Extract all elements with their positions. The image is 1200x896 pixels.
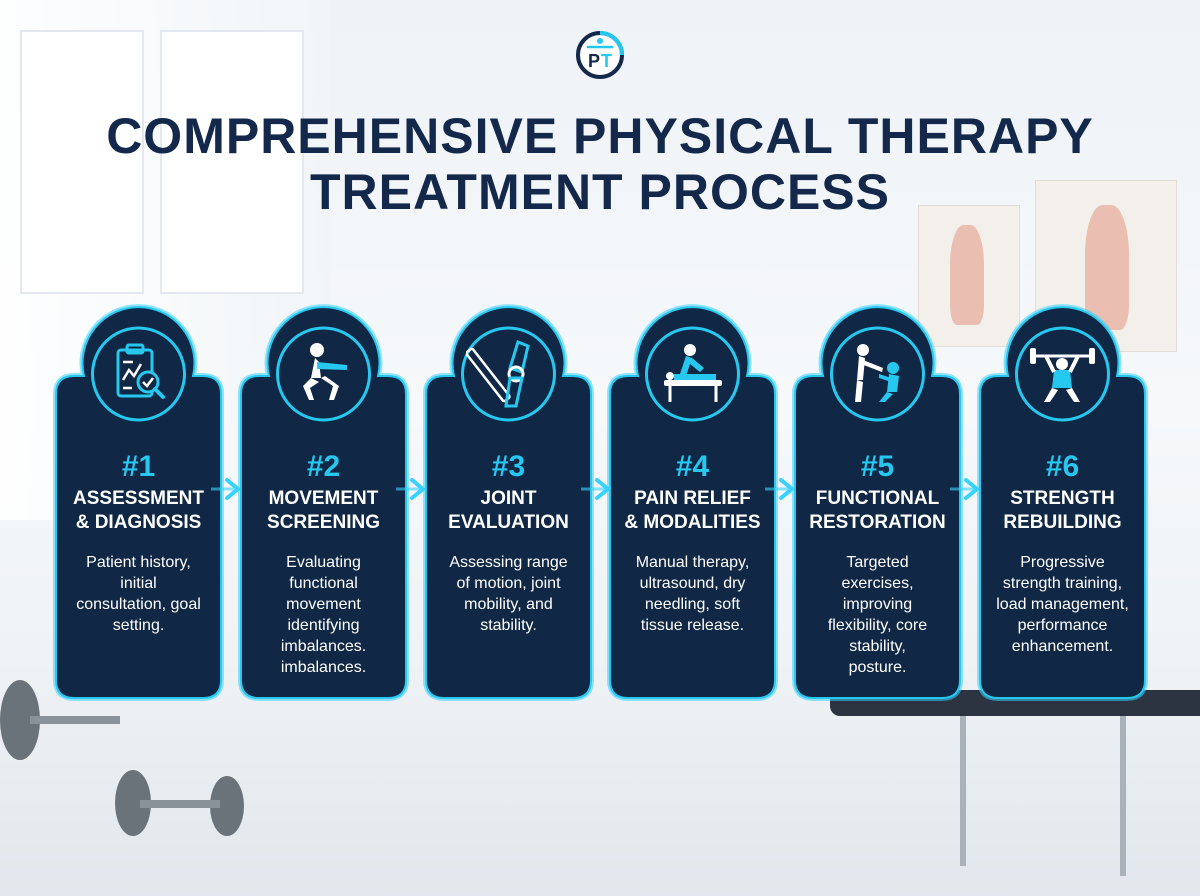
dumbbell-bar xyxy=(140,800,220,808)
step-icon-ring xyxy=(1015,326,1110,422)
next-step-arrow-icon xyxy=(581,478,610,500)
squat-icon xyxy=(303,343,347,400)
title-line-2: TREATMENT PROCESS xyxy=(310,164,890,220)
step-description: Assessing range of motion, joint mobilit… xyxy=(449,554,568,634)
step-title: PAIN RELIEF & MODALITIES xyxy=(624,488,761,533)
step-number: #4 xyxy=(675,450,710,483)
step-number: #1 xyxy=(121,450,156,483)
step-title: MOVEMENT SCREENING xyxy=(267,488,380,533)
step-icon-ring xyxy=(645,326,740,422)
page-title: COMPREHENSIVE PHYSICAL THERAPY TREATMENT… xyxy=(0,108,1200,220)
step-card-body xyxy=(55,306,222,699)
step-card-body xyxy=(979,306,1146,699)
anatomy-figure xyxy=(1085,205,1129,330)
step-card-body xyxy=(425,306,592,699)
step-title: ASSESSMENT & DIAGNOSIS xyxy=(73,488,204,533)
step-title: FUNCTIONAL RESTORATION xyxy=(809,488,946,533)
step-card-body xyxy=(609,306,776,699)
assisted-stretch-icon xyxy=(855,344,899,402)
anatomy-figure xyxy=(950,225,984,325)
svg-text:T: T xyxy=(601,51,612,71)
svg-text:P: P xyxy=(588,51,600,71)
title-line-1: COMPREHENSIVE PHYSICAL THERAPY xyxy=(106,108,1094,164)
knee-joint-ruler-icon xyxy=(466,340,530,408)
window-pane xyxy=(160,30,304,294)
step-card-shape xyxy=(53,304,224,701)
step-card-shape xyxy=(792,304,963,701)
clipboard-magnifier-icon xyxy=(116,343,165,399)
table-leg xyxy=(960,716,966,866)
step-card-shape xyxy=(423,304,594,701)
step-title: JOINT EVALUATION xyxy=(448,488,569,533)
step-card-shape xyxy=(607,304,778,701)
step-number: #5 xyxy=(860,450,895,483)
step-description: Progressive strength training, load mana… xyxy=(996,554,1129,655)
step-card-body xyxy=(240,306,407,699)
window-pane xyxy=(20,30,144,294)
next-step-arrow-icon xyxy=(765,478,794,500)
step-description: Manual therapy, ultrasound, dry needling… xyxy=(635,554,750,634)
next-step-arrow-icon xyxy=(396,478,425,500)
pt-logo-icon: P T xyxy=(576,31,624,79)
step-number: #2 xyxy=(306,450,341,483)
step-description: Patient history, initial consultation, g… xyxy=(76,554,201,634)
table-leg xyxy=(1120,716,1126,876)
step-icon-ring xyxy=(91,326,186,422)
step-icon-ring xyxy=(276,326,371,422)
step-card-body xyxy=(794,306,961,699)
step-title: STRENGTH REBUILDING xyxy=(1003,488,1122,533)
step-card-shape xyxy=(238,304,409,701)
massage-table-icon xyxy=(664,344,722,402)
dumbbell-bar xyxy=(30,716,120,724)
step-description: Evaluating functional movement identifyi… xyxy=(280,554,367,676)
weightlifter-icon xyxy=(1030,348,1095,402)
step-number: #3 xyxy=(491,450,526,483)
step-icon-ring xyxy=(830,326,925,422)
next-step-arrow-icon xyxy=(950,478,979,500)
step-card-shape xyxy=(977,304,1148,701)
step-icon-ring xyxy=(461,326,556,422)
step-number: #6 xyxy=(1045,450,1080,483)
next-step-arrow-icon xyxy=(211,478,240,500)
step-description: Targeted exercises, improving flexibilit… xyxy=(827,554,928,676)
